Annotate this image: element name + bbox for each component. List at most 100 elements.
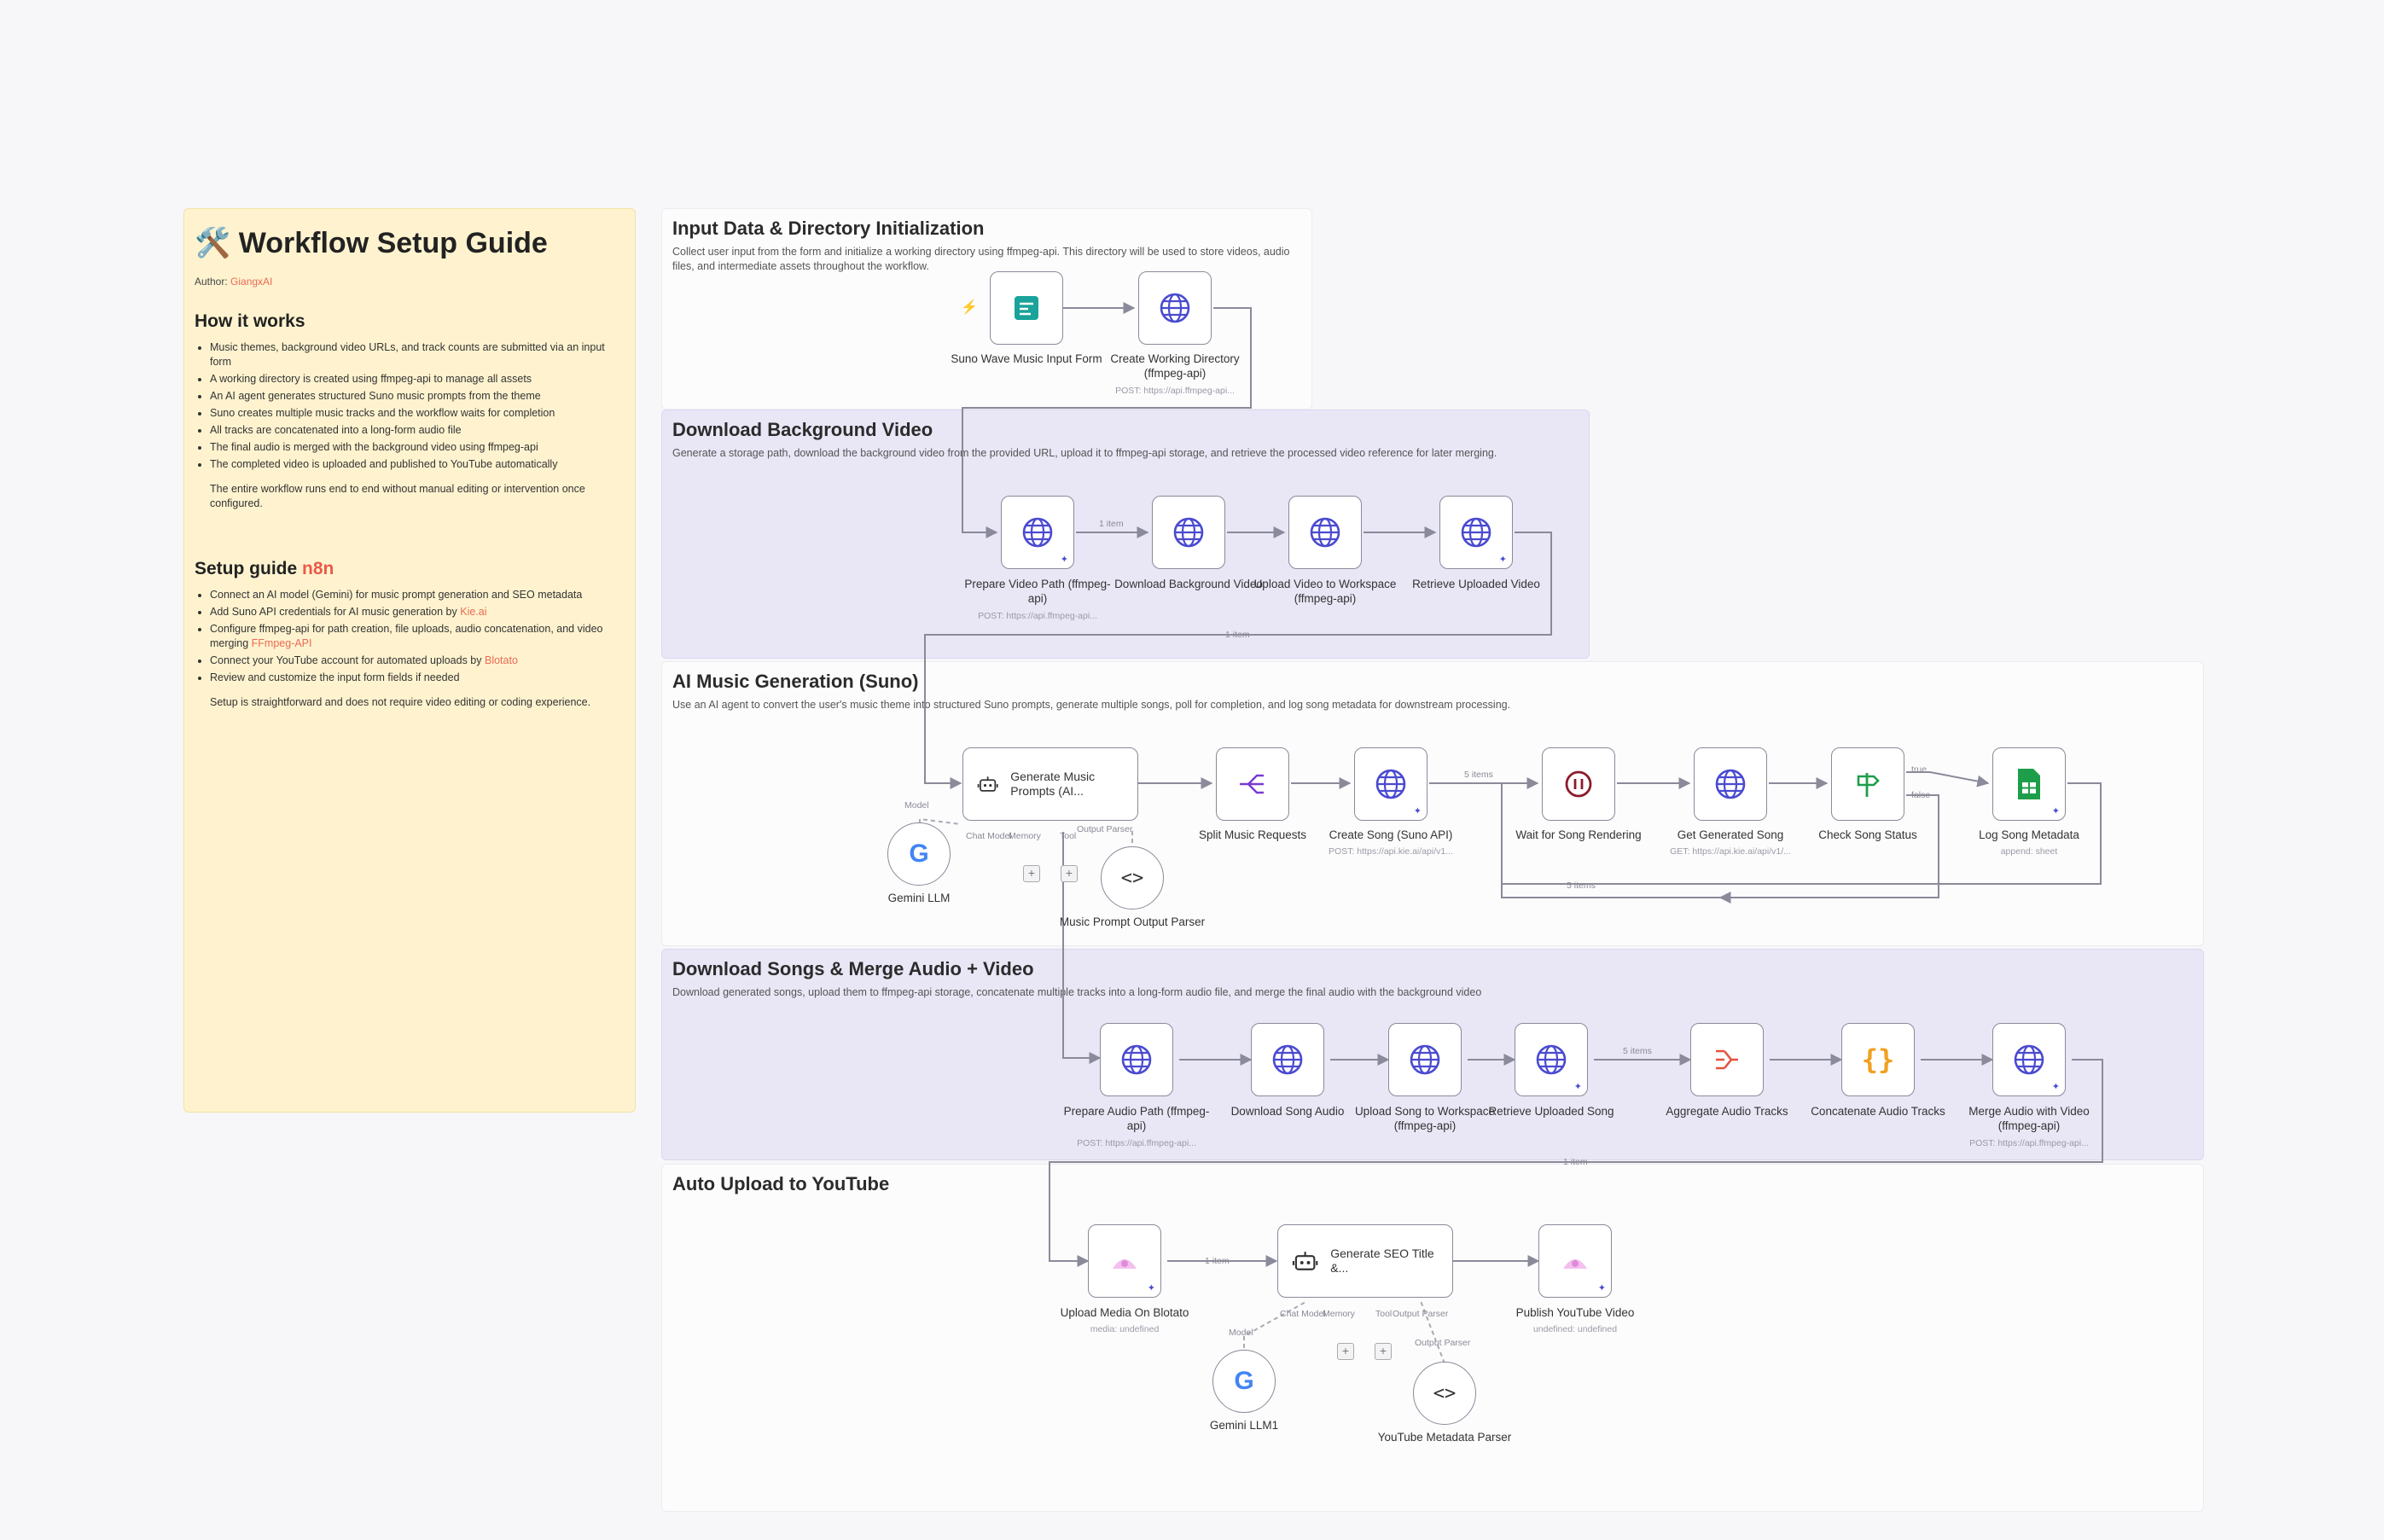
node-subtitle: POST: https://api.kie.ai/api/v1... — [1329, 846, 1453, 857]
node-label: Download Song Audio — [1230, 1105, 1345, 1118]
section-ai-music-generation[interactable]: AI Music Generation (Suno) Use an AI age… — [661, 661, 2204, 946]
node-check-song-status[interactable] — [1831, 747, 1904, 821]
author-label: Author: — [195, 276, 231, 288]
blotato-link[interactable]: Blotato — [484, 654, 518, 666]
node-merge-audio-with-video[interactable]: ✦ — [1992, 1023, 2066, 1096]
globe-icon — [1272, 1044, 1303, 1075]
setup-guide-sticky[interactable]: 🛠️ Workflow Setup Guide Author: GiangxAI… — [183, 208, 636, 1113]
blotato-icon — [1113, 1259, 1137, 1269]
globe-icon — [1410, 1044, 1440, 1075]
node-split-music-requests[interactable] — [1216, 747, 1289, 821]
section-description: Generate a storage path, download the ba… — [672, 447, 1497, 459]
node-prepare-video-path[interactable]: ✦ — [1001, 496, 1074, 569]
node-upload-media-on-blotato[interactable]: ✦ — [1088, 1224, 1161, 1298]
node-generate-music-prompts-agent[interactable]: Generate Music Prompts (AI... — [962, 747, 1138, 821]
node-label: Merge Audio with Video (ffmpeg-api) — [1968, 1105, 2090, 1132]
node-label: Check Song Status — [1818, 828, 1917, 841]
node-retrieve-uploaded-song[interactable]: ✦ — [1515, 1023, 1588, 1096]
braces-icon: {} — [1861, 1043, 1895, 1076]
kie-link[interactable]: Kie.ai — [460, 606, 487, 618]
globe-icon — [1160, 293, 1190, 323]
node-get-generated-song[interactable] — [1694, 747, 1767, 821]
google-icon: G — [909, 840, 929, 868]
node-concatenate-audio-tracks[interactable]: {} — [1841, 1023, 1915, 1096]
node-label: Suno Wave Music Input Form — [951, 352, 1102, 365]
code-icon: <> — [1120, 867, 1144, 889]
node-publish-youtube-video[interactable]: ✦ — [1538, 1224, 1612, 1298]
node-label: Retrieve Uploaded Video — [1412, 578, 1540, 590]
node-label: Get Generated Song — [1677, 828, 1784, 841]
setup-list: Connect an AI model (Gemini) for music p… — [195, 588, 625, 685]
pin-icon: ✦ — [1498, 555, 1507, 565]
edge-label: 1 item — [1563, 1157, 1588, 1167]
node-subtitle: POST: https://api.ffmpeg-api... — [1077, 1138, 1196, 1148]
port-label: Tool — [1375, 1309, 1393, 1319]
sheets-icon — [2018, 769, 2040, 799]
edge-label: 1 item — [1205, 1256, 1230, 1266]
node-gemini-llm1[interactable]: G — [1212, 1350, 1276, 1413]
node-label: Log Song Metadata — [1979, 828, 2079, 841]
node-log-song-metadata[interactable]: ✦ — [1992, 747, 2066, 821]
node-gemini-llm[interactable]: G — [887, 822, 951, 886]
globe-icon — [1022, 517, 1053, 548]
node-label: Upload Media On Blotato — [1060, 1306, 1189, 1319]
add-memory-button[interactable]: + — [1337, 1343, 1354, 1360]
section-title: Input Data & Directory Initialization — [672, 218, 985, 239]
node-aggregate-audio-tracks[interactable] — [1690, 1023, 1764, 1096]
section-download-background-video[interactable]: Download Background Video Generate a sto… — [661, 410, 1590, 659]
pin-icon: ✦ — [2051, 806, 2060, 816]
edge-label: 5 items — [1567, 880, 1596, 891]
node-download-background-video[interactable] — [1152, 496, 1225, 569]
pause-icon — [1565, 770, 1592, 798]
add-tool-button[interactable]: + — [1375, 1343, 1392, 1360]
port-label: Model — [904, 800, 929, 811]
list-item: The final audio is merged with the backg… — [210, 440, 625, 455]
section-auto-upload-youtube[interactable]: Auto Upload to YouTube — [661, 1164, 2204, 1512]
node-suno-wave-music-input-form[interactable] — [990, 271, 1063, 345]
node-music-prompt-output-parser[interactable]: <> — [1101, 846, 1164, 909]
globe-icon — [1461, 517, 1491, 548]
ffmpeg-link[interactable]: FFmpeg-API — [251, 637, 312, 649]
how-it-works-note: The entire workflow runs end to end with… — [210, 483, 585, 509]
node-label: Publish YouTube Video — [1515, 1306, 1635, 1319]
aggregate-icon — [1716, 1049, 1738, 1070]
n8n-accent: n8n — [302, 559, 334, 578]
node-create-working-directory[interactable] — [1138, 271, 1212, 345]
list-item-text: Configure ffmpeg-api for path creation, … — [210, 623, 603, 649]
node-subtitle: POST: https://api.ffmpeg-api... — [1115, 386, 1235, 396]
port-label: Chat Model — [966, 831, 1012, 841]
add-memory-button[interactable]: + — [1023, 865, 1040, 882]
node-upload-song-to-workspace[interactable] — [1388, 1023, 1462, 1096]
section-title: Auto Upload to YouTube — [672, 1173, 890, 1194]
setup-note: Setup is straightforward and does not re… — [210, 696, 591, 708]
pin-icon: ✦ — [1573, 1082, 1582, 1092]
add-tool-button[interactable]: + — [1061, 865, 1078, 882]
list-item: Suno creates multiple music tracks and t… — [210, 406, 625, 421]
section-title: AI Music Generation (Suno) — [672, 671, 919, 692]
node-wait-for-song-rendering[interactable] — [1542, 747, 1615, 821]
list-item: Review and customize the input form fiel… — [210, 671, 625, 685]
node-youtube-metadata-parser[interactable]: <> — [1413, 1362, 1476, 1425]
node-download-song-audio[interactable] — [1251, 1023, 1324, 1096]
node-prepare-audio-path[interactable] — [1100, 1023, 1173, 1096]
setup-title-text: Setup guide — [195, 559, 302, 578]
node-upload-video-to-workspace[interactable] — [1288, 496, 1362, 569]
section-title: Download Songs & Merge Audio + Video — [672, 958, 1034, 979]
setup-guide-title: Setup guide n8n — [195, 559, 625, 579]
list-item: Configure ffmpeg-api for path creation, … — [210, 622, 625, 651]
list-item: All tracks are concatenated into a long-… — [210, 423, 625, 438]
author-link[interactable]: GiangxAI — [230, 276, 273, 288]
node-label: Music Prompt Output Parser — [1059, 915, 1206, 928]
section-description: Collect user input from the form and ini… — [672, 246, 1290, 272]
globe-icon — [1173, 517, 1204, 548]
node-generate-seo-title-agent[interactable]: Generate SEO Title &... — [1277, 1224, 1453, 1298]
pin-icon: ✦ — [1597, 1283, 1606, 1293]
list-item-text: Connect an AI model (Gemini) for music p… — [210, 589, 583, 601]
node-retrieve-uploaded-video[interactable]: ✦ — [1439, 496, 1513, 569]
guide-title: 🛠️ Workflow Setup Guide — [195, 227, 548, 259]
list-item: The completed video is uploaded and publ… — [210, 457, 625, 472]
list-item-text: Add Suno API credentials for AI music ge… — [210, 606, 461, 618]
node-create-song-suno-api[interactable]: ✦ — [1354, 747, 1427, 821]
node-subtitle: POST: https://api.ffmpeg-api... — [1969, 1138, 2089, 1148]
